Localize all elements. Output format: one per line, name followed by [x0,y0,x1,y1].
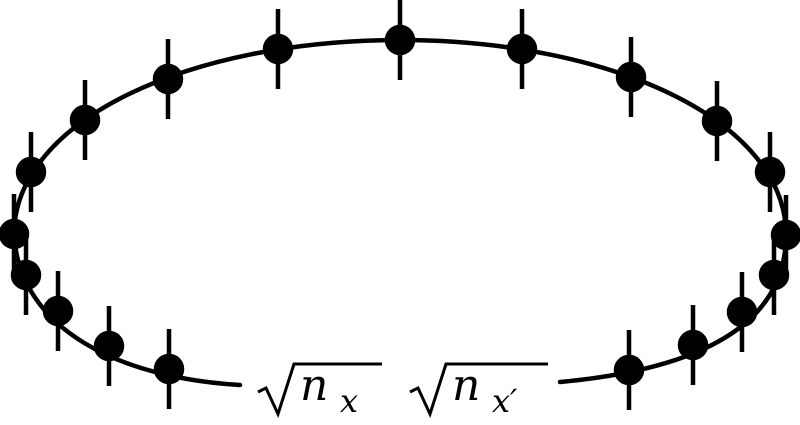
site-dot [770,219,800,251]
site-dot [754,156,786,188]
site-dot [613,354,645,386]
site-dot [262,33,294,65]
site-dot [701,105,733,137]
site-dot [758,259,790,291]
site-dot [93,330,125,362]
site-dot [42,295,74,327]
site-dot [15,156,47,188]
site-dot [153,353,185,385]
site-dot [69,104,101,136]
label-1-symbol: n [300,360,328,411]
site-dot [152,63,184,95]
radical-sign-2 [409,362,548,419]
radical-sign-1 [257,362,382,419]
label-2-symbol: n [452,360,480,411]
label-2-subscript: x′ [492,382,518,420]
sqrt-n-x-label: n x [257,360,382,420]
ring-arc-main [11,37,789,388]
site-dot [0,218,30,250]
site-dot [10,259,42,291]
site-dot [677,329,709,361]
ring-path [11,37,789,388]
site-dot [384,24,416,56]
site-dot [726,296,758,328]
sqrt-n-x-prime-label: n x′ [409,360,548,420]
site-dot [615,61,647,93]
lattice-sites [0,0,800,410]
site-dot [506,33,538,65]
label-1-subscript: x [340,382,358,420]
